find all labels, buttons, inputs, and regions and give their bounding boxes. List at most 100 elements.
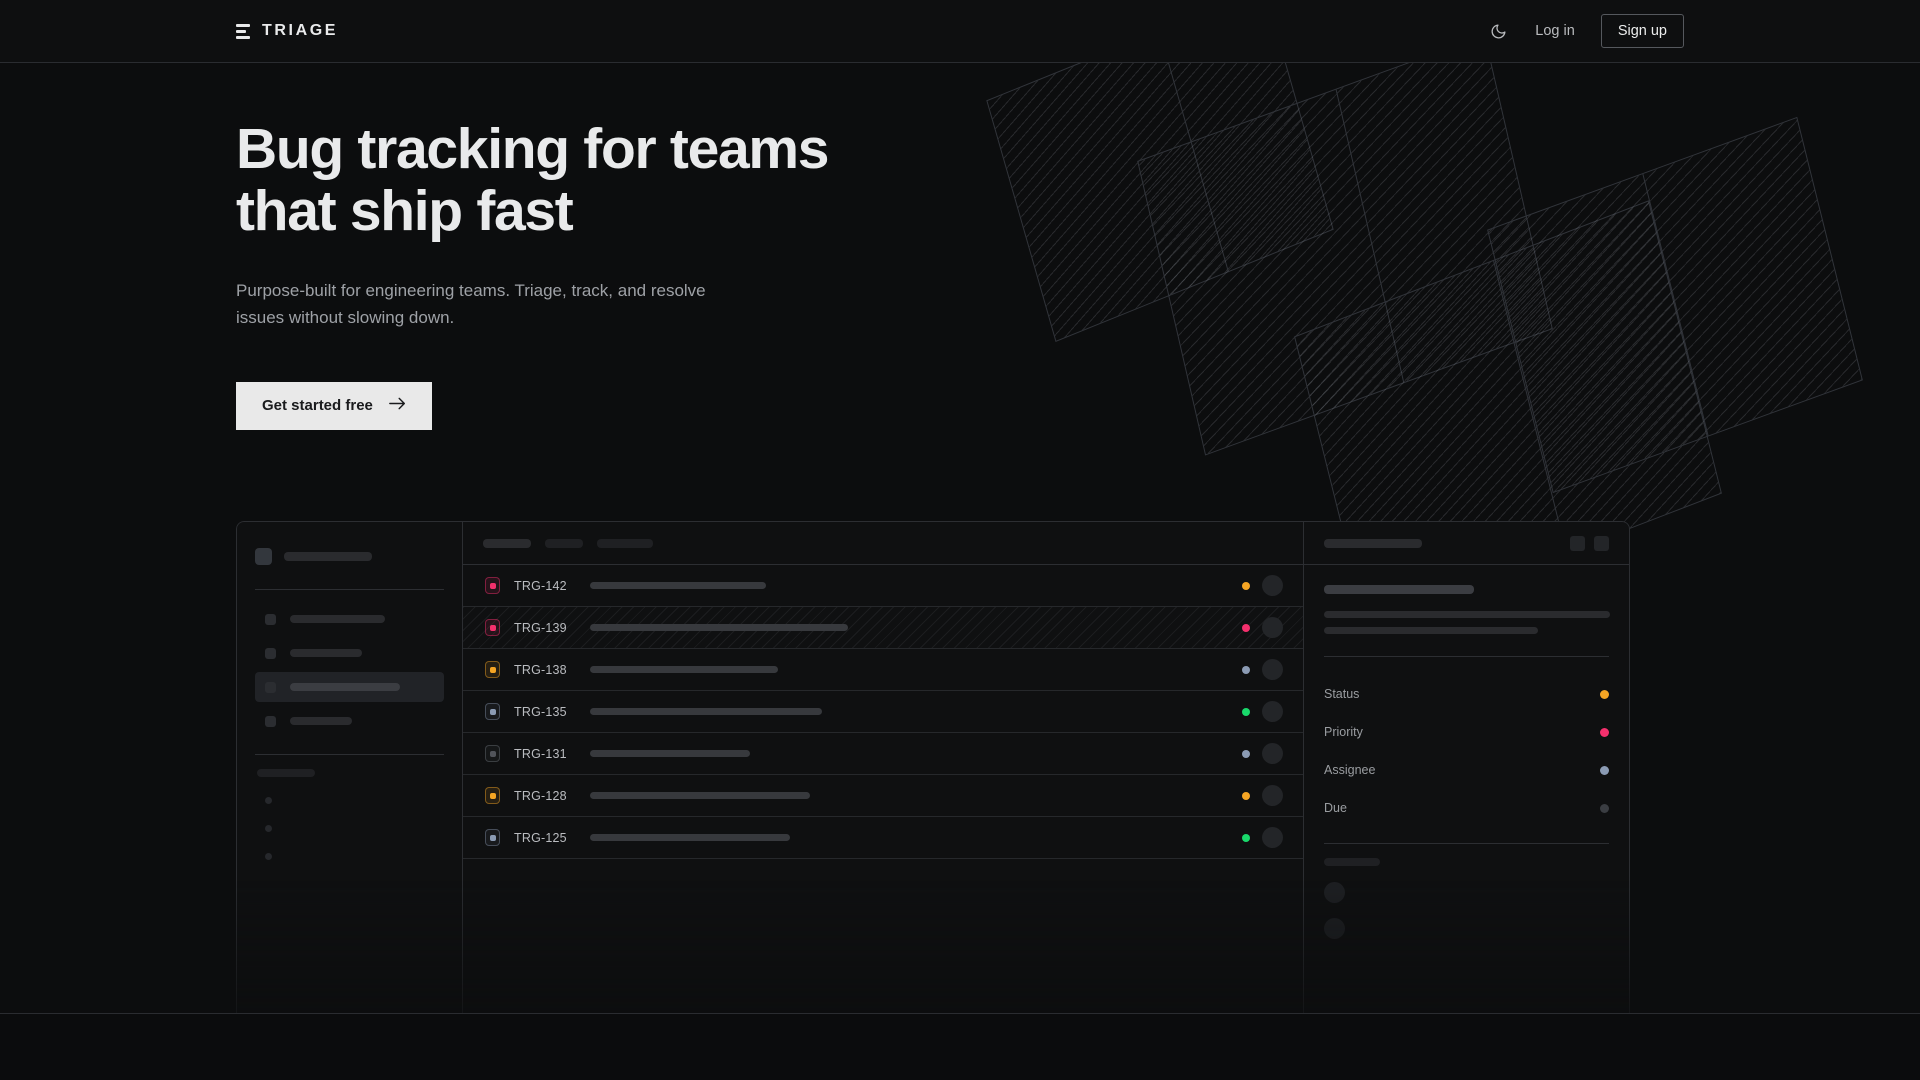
cta-label: Get started free bbox=[262, 397, 373, 415]
hatched-panel bbox=[1487, 116, 1863, 494]
avatar bbox=[1262, 575, 1283, 596]
sidebar-item[interactable] bbox=[255, 706, 444, 736]
toolbar-pill[interactable] bbox=[597, 538, 653, 548]
issue-id: TRG-125 bbox=[514, 830, 567, 845]
signup-button[interactable]: Sign up bbox=[1600, 14, 1684, 48]
issue-id: TRG-139 bbox=[514, 620, 567, 635]
priority-badge bbox=[485, 703, 500, 720]
row-meta bbox=[1242, 575, 1283, 596]
avatar bbox=[1262, 701, 1283, 722]
hatched-panel bbox=[1294, 200, 1722, 560]
avatar bbox=[1262, 659, 1283, 680]
issue-list-toolbar bbox=[463, 522, 1303, 565]
comment-item bbox=[1324, 874, 1609, 910]
issue-id: TRG-128 bbox=[514, 788, 567, 803]
site-header: TRIAGE Log in Sign up bbox=[0, 0, 1920, 63]
priority-value-dot bbox=[1600, 727, 1609, 737]
detail-meta-row[interactable]: Status bbox=[1324, 675, 1609, 713]
brand-logo[interactable]: TRIAGE bbox=[236, 22, 338, 40]
sidebar-item-icon bbox=[265, 681, 276, 693]
table-row[interactable]: TRG-125 bbox=[463, 817, 1303, 859]
sidebar-item-label-skeleton bbox=[290, 717, 352, 725]
issue-title-skeleton bbox=[590, 750, 750, 757]
issue-title-skeleton bbox=[590, 666, 778, 673]
status-value-dot bbox=[1600, 689, 1609, 699]
table-row[interactable]: TRG-131 bbox=[463, 733, 1303, 775]
table-row[interactable]: TRG-139 bbox=[463, 607, 1303, 649]
mockup-detail-panel: Status Priority Assignee Due bbox=[1303, 522, 1629, 1013]
row-meta bbox=[1242, 785, 1283, 806]
sidebar-item-active[interactable] bbox=[255, 672, 444, 702]
row-meta bbox=[1242, 617, 1283, 638]
sidebar-item-label-skeleton bbox=[290, 649, 362, 657]
status-dot bbox=[1242, 623, 1250, 632]
sidebar-item[interactable] bbox=[255, 604, 444, 634]
detail-divider bbox=[1324, 843, 1609, 844]
row-meta bbox=[1242, 743, 1283, 764]
table-row[interactable]: TRG-128 bbox=[463, 775, 1303, 817]
sidebar-item-label-skeleton bbox=[290, 683, 400, 691]
priority-badge bbox=[485, 577, 500, 594]
detail-meta-label: Priority bbox=[1324, 725, 1363, 739]
sidebar-item-icon bbox=[265, 715, 276, 727]
detail-meta-row[interactable]: Due bbox=[1324, 789, 1609, 827]
status-dot bbox=[1242, 707, 1250, 716]
avatar bbox=[1262, 785, 1283, 806]
status-dot bbox=[1242, 749, 1250, 758]
table-row[interactable]: TRG-138 bbox=[463, 649, 1303, 691]
detail-action-button[interactable] bbox=[1594, 535, 1609, 551]
avatar bbox=[1262, 617, 1283, 638]
table-row[interactable]: TRG-142 bbox=[463, 565, 1303, 607]
row-meta bbox=[1242, 701, 1283, 722]
detail-divider bbox=[1324, 656, 1609, 657]
comment-item bbox=[1324, 910, 1609, 946]
app-mockup: TRG-142 TRG-139 TRG-138 bbox=[236, 521, 1630, 1013]
sidebar-workspace[interactable] bbox=[255, 541, 444, 571]
avatar bbox=[1324, 917, 1345, 939]
issue-title-skeleton bbox=[590, 624, 848, 631]
status-dot bbox=[1242, 665, 1250, 674]
detail-actions bbox=[1570, 535, 1609, 551]
workspace-avatar bbox=[255, 547, 272, 565]
status-dot bbox=[1242, 791, 1250, 800]
moon-icon[interactable] bbox=[1487, 20, 1509, 42]
sidebar-item[interactable] bbox=[255, 638, 444, 668]
detail-meta-label: Status bbox=[1324, 687, 1360, 701]
headline-line-2: that ship fast bbox=[236, 179, 574, 244]
detail-header bbox=[1304, 522, 1629, 565]
detail-meta-row[interactable]: Assignee bbox=[1324, 751, 1609, 789]
avatar bbox=[1262, 827, 1283, 848]
brand-name: TRIAGE bbox=[262, 22, 339, 39]
priority-badge bbox=[485, 661, 500, 678]
issue-id: TRG-135 bbox=[514, 704, 567, 719]
detail-meta-row[interactable]: Priority bbox=[1324, 713, 1609, 751]
sidebar-sub-item[interactable] bbox=[255, 786, 444, 814]
toolbar-pill[interactable] bbox=[483, 538, 531, 548]
detail-meta-label: Due bbox=[1324, 801, 1347, 815]
priority-badge bbox=[485, 619, 500, 636]
sidebar-sub-item[interactable] bbox=[255, 814, 444, 842]
toolbar-pill[interactable] bbox=[545, 538, 583, 548]
sidebar-item-icon bbox=[265, 613, 276, 625]
footer-area bbox=[0, 1014, 1920, 1080]
get-started-button[interactable]: Get started free bbox=[236, 381, 432, 430]
workspace-name-skeleton bbox=[284, 551, 372, 561]
comments-label-skeleton bbox=[1324, 858, 1380, 866]
detail-body: Status Priority Assignee Due bbox=[1304, 565, 1629, 966]
sidebar-sub-item[interactable] bbox=[255, 842, 444, 870]
priority-badge bbox=[485, 829, 500, 846]
page-divider bbox=[0, 1013, 1920, 1014]
triage-bars-icon bbox=[236, 23, 250, 39]
row-meta bbox=[1242, 827, 1283, 848]
detail-title-skeleton bbox=[1324, 585, 1474, 594]
assignee-value-dot bbox=[1600, 765, 1609, 775]
status-dot bbox=[1242, 833, 1250, 842]
priority-badge bbox=[485, 745, 500, 762]
header-nav: Log in Sign up bbox=[1487, 14, 1684, 48]
detail-header-skeleton bbox=[1324, 538, 1422, 548]
login-link[interactable]: Log in bbox=[1535, 23, 1575, 39]
detail-action-button[interactable] bbox=[1570, 535, 1585, 551]
issue-id: TRG-142 bbox=[514, 578, 567, 593]
table-row[interactable]: TRG-135 bbox=[463, 691, 1303, 733]
